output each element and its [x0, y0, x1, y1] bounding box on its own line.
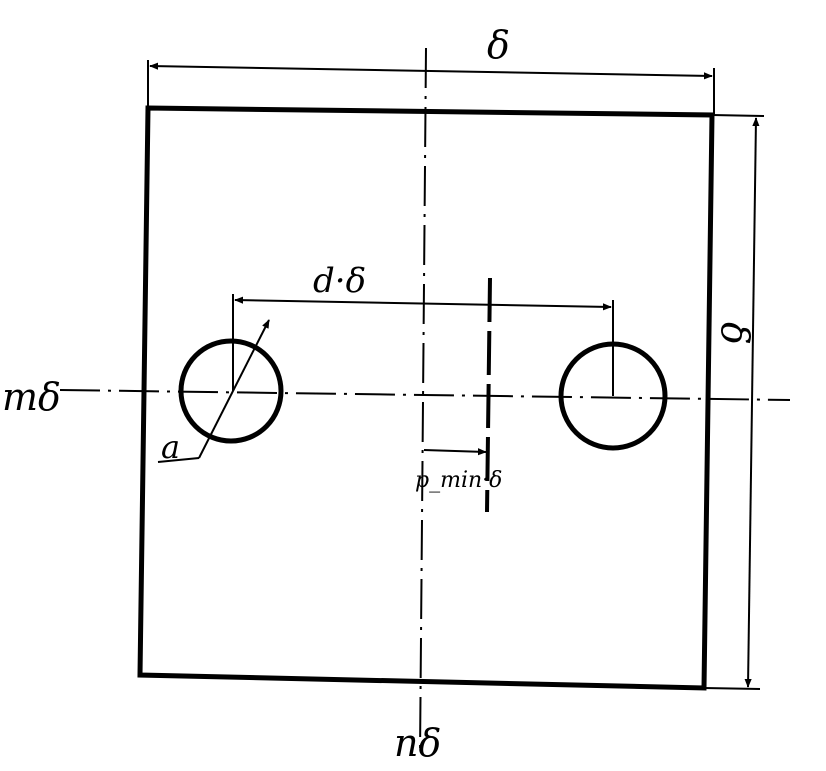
horizontal-axis-label: mδ — [2, 375, 61, 419]
right-dimension-line — [744, 117, 760, 688]
vertical-axis-label: nδ — [394, 721, 441, 765]
right-ext-bottom — [703, 687, 761, 690]
right-ext-top — [711, 114, 765, 117]
diameter-leader-tail — [157, 457, 200, 463]
left-hole — [178, 338, 284, 444]
offset-label: p_min·δ — [415, 468, 502, 493]
horizontal-center-line — [59, 389, 791, 401]
diameter-leader — [198, 319, 270, 459]
offset-line — [485, 277, 492, 513]
top-width-label: δ — [487, 23, 510, 67]
offset-dimension-line — [423, 448, 487, 456]
top-dimension-line — [149, 62, 713, 80]
hole-spacing-label: d·δ — [313, 261, 366, 301]
hole-diameter-label: a — [161, 428, 180, 466]
spacing-dimension-line — [234, 296, 612, 311]
right-height-label: δ — [713, 322, 757, 345]
vertical-center-line — [419, 47, 427, 756]
